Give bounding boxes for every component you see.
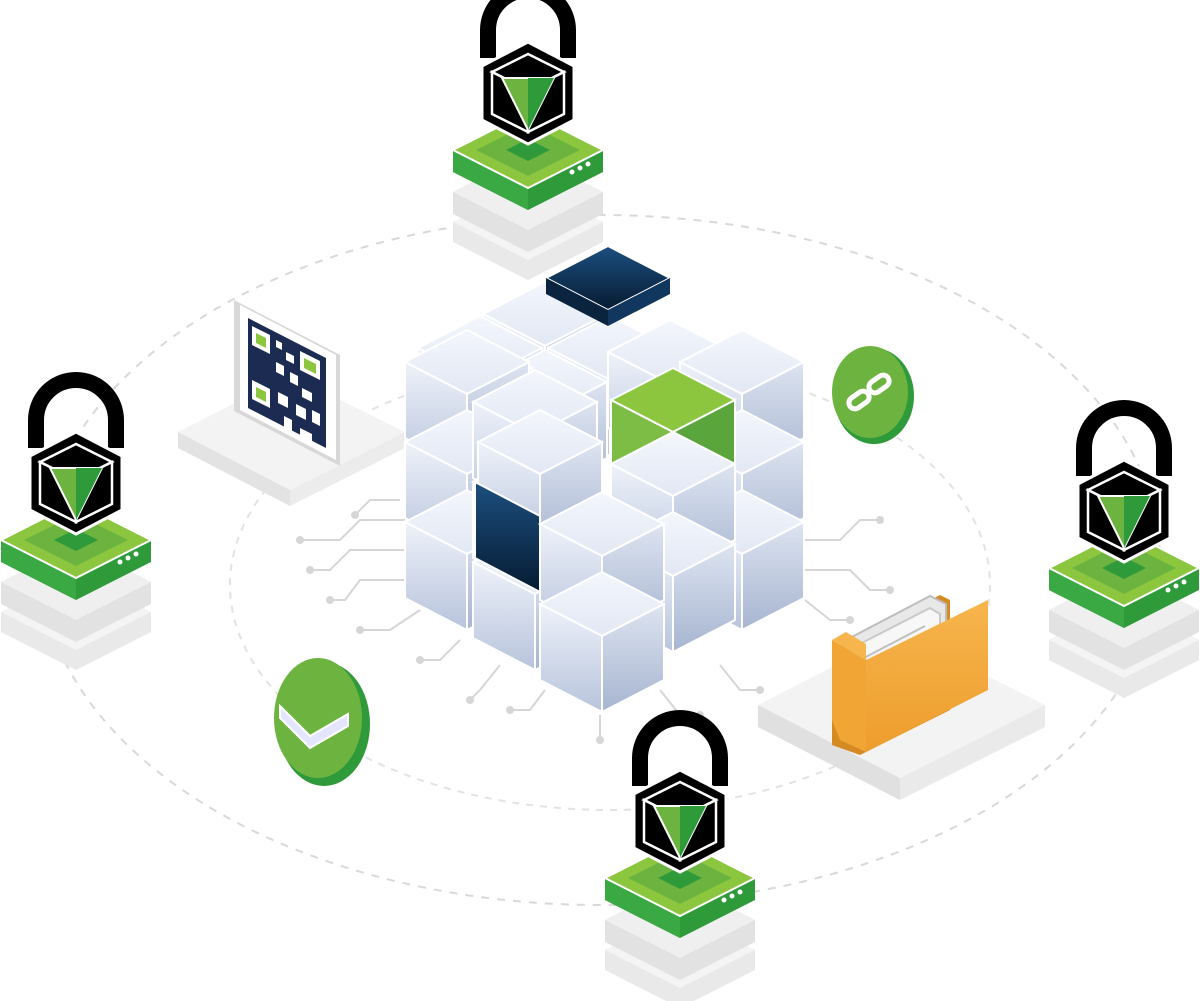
link-icon — [846, 372, 892, 412]
lock-node-bottom — [605, 718, 755, 1001]
lock-node-left — [1, 380, 151, 670]
lock-node-right — [1049, 408, 1199, 698]
cube-icon — [404, 244, 805, 713]
check-badge — [274, 658, 370, 786]
qr-code-icon — [234, 300, 340, 466]
folder-card — [758, 594, 1045, 800]
qr-code-card — [178, 300, 405, 506]
folder-icon — [832, 594, 988, 755]
navy-block — [543, 244, 673, 326]
link-badge — [832, 346, 914, 444]
checkmark-icon — [279, 703, 349, 750]
circuit-traces — [296, 499, 894, 744]
lock-node-top — [453, 0, 603, 280]
